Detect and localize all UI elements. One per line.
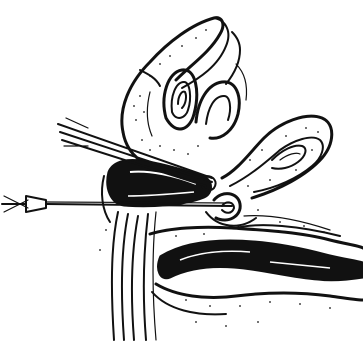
rectum: [150, 227, 363, 314]
vaginal-walls: [112, 212, 156, 340]
ovoid-loop: [164, 70, 197, 129]
uterus: [222, 116, 332, 198]
folded-loop: [196, 32, 247, 138]
cul-de-sac-loop: [206, 194, 256, 226]
upper-organ: [122, 18, 228, 166]
